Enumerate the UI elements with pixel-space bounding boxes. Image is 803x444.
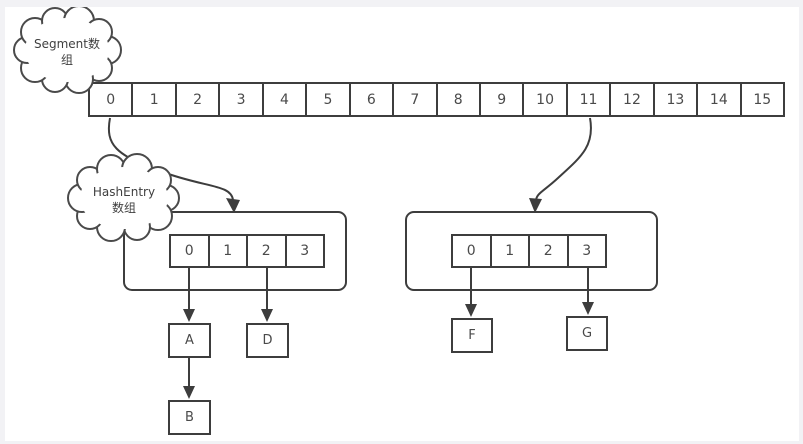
segment-cell-14: 14 bbox=[696, 84, 739, 115]
right-hashentry-array: 0 1 2 3 bbox=[451, 234, 607, 268]
entry-node-g: G bbox=[566, 316, 608, 351]
entry-node-f: F bbox=[451, 318, 493, 353]
segment-cell-13: 13 bbox=[652, 84, 696, 115]
right-bucket-cell-3: 3 bbox=[566, 236, 606, 266]
left-bucket-cell-2: 2 bbox=[246, 236, 285, 266]
right-bucket-cell-1: 1 bbox=[489, 236, 529, 266]
left-bucket-cell-0: 0 bbox=[184, 243, 194, 259]
segment-cell-3: 3 bbox=[218, 84, 261, 115]
segment-cell-5: 5 bbox=[305, 84, 348, 115]
entry-node-a: A bbox=[168, 323, 211, 358]
segment-cell-15: 15 bbox=[739, 84, 783, 115]
segment-cloud-label: Segment数 组 bbox=[33, 37, 100, 68]
segment-cell-1: 1 bbox=[131, 84, 174, 115]
right-bucket-cell-2: 2 bbox=[528, 236, 567, 266]
segment-cell-4: 4 bbox=[261, 84, 305, 115]
segment-cell-0: 0 bbox=[106, 91, 116, 108]
segment-cell-7: 7 bbox=[392, 84, 435, 115]
segment-cell-9: 9 bbox=[478, 84, 522, 115]
segment-cell-8: 8 bbox=[435, 84, 479, 115]
segment-cell-11: 11 bbox=[565, 84, 609, 115]
arrow-segment0-to-left-bucket bbox=[107, 117, 240, 213]
segment-array: 0 1 2 3 4 5 6 7 8 9 10 11 12 13 14 15 bbox=[88, 82, 785, 117]
entry-node-d: D bbox=[246, 323, 289, 358]
segment-cell-12: 12 bbox=[609, 84, 652, 115]
arrow-a-to-b bbox=[183, 358, 195, 399]
segment-cell-10: 10 bbox=[522, 84, 565, 115]
right-bucket-cell-0: 0 bbox=[466, 243, 476, 259]
segment-cell-2: 2 bbox=[174, 84, 218, 115]
left-bucket-cell-1: 1 bbox=[207, 236, 247, 266]
left-hashentry-array: 0 1 2 3 bbox=[169, 234, 325, 268]
segment-cell-6: 6 bbox=[348, 84, 392, 115]
left-bucket-cell-3: 3 bbox=[284, 236, 324, 266]
entry-node-b: B bbox=[168, 400, 211, 435]
arrow-segment11-to-right-bucket bbox=[529, 117, 592, 213]
segment-cloud-shape bbox=[13, 5, 122, 94]
